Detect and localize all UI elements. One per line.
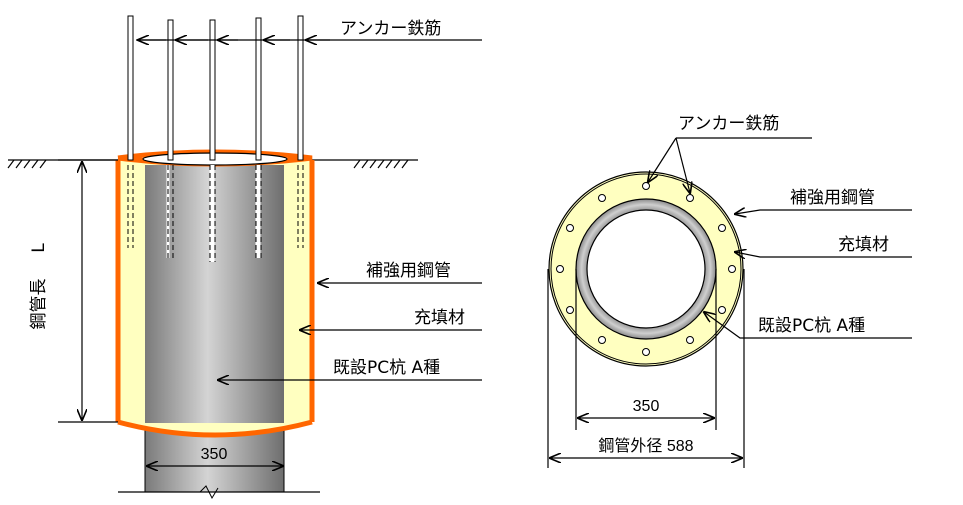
reinforcing-pipe-leader-section [735,210,912,214]
anchor-rebar-dot [556,265,564,273]
reinforcing-pipe-label-side: 補強用鋼管 [366,261,451,281]
anchor-rebar-dot [642,348,650,356]
anchor-rebar-dot [598,336,606,344]
anchor-rebar-dot [718,224,726,232]
anchor-rebar-dot [718,306,726,314]
anchor-rebar-dot [728,265,736,273]
ground-line-right [312,159,418,169]
ground-line-left [7,159,118,169]
anchor-rebar [127,15,134,248]
outer-diameter-dimension [547,269,745,468]
reinforcing-pipe-label-section: 補強用鋼管 [790,188,875,208]
anchor-rebar-dot [686,336,694,344]
side-view: アンカー鉄筋 鋼管長 L 補強用鋼管 充填材 既設PC杭 A種 350 [7,15,482,500]
filler-label-section: 充填材 [838,235,889,255]
anchor-rebar-leader-section [648,137,812,193]
pile-hollow [586,209,706,329]
reinforcing-pipe-ring [550,173,742,365]
reinforcing-pipe-side [115,149,315,438]
anchor-rebar-dot [566,224,574,232]
section-view: アンカー鉄筋 補強用鋼管 充填材 既設PC杭 A種 350 鋼管外径 588 [547,114,912,468]
filler-label-side: 充填材 [414,308,465,328]
filler-leader-section [735,252,912,257]
existing-pile-label-side: 既設PC杭 A種 [333,358,440,378]
inner-diameter-dimension [575,269,717,430]
existing-pile-label-section: 既設PC杭 A種 [758,316,865,336]
anchor-rebar-dot [686,194,694,202]
anchor-rebar-dot [566,306,574,314]
svg-text:L: L [29,243,49,253]
anchor-rebar [255,17,262,258]
pile-diameter-label-side: 350 [201,446,228,463]
anchor-rebar [166,19,174,258]
outer-diameter-label: 鋼管外径 588 [598,437,693,455]
anchor-rebar-dot [642,182,650,190]
anchor-rebars-side [127,15,304,262]
anchor-rebar-label-section: アンカー鉄筋 [678,114,779,134]
anchor-rebar [297,15,304,248]
inner-diameter-label: 350 [633,398,660,415]
anchor-rebar [209,19,216,262]
anchor-rebars-section [556,182,736,356]
pipe-length-dimension [58,159,118,423]
pipe-length-label: 鋼管長 L [29,243,49,330]
svg-text:鋼管長: 鋼管長 [29,279,49,330]
anchor-rebar-label-side: アンカー鉄筋 [340,19,441,39]
anchor-rebar-dot [598,194,606,202]
